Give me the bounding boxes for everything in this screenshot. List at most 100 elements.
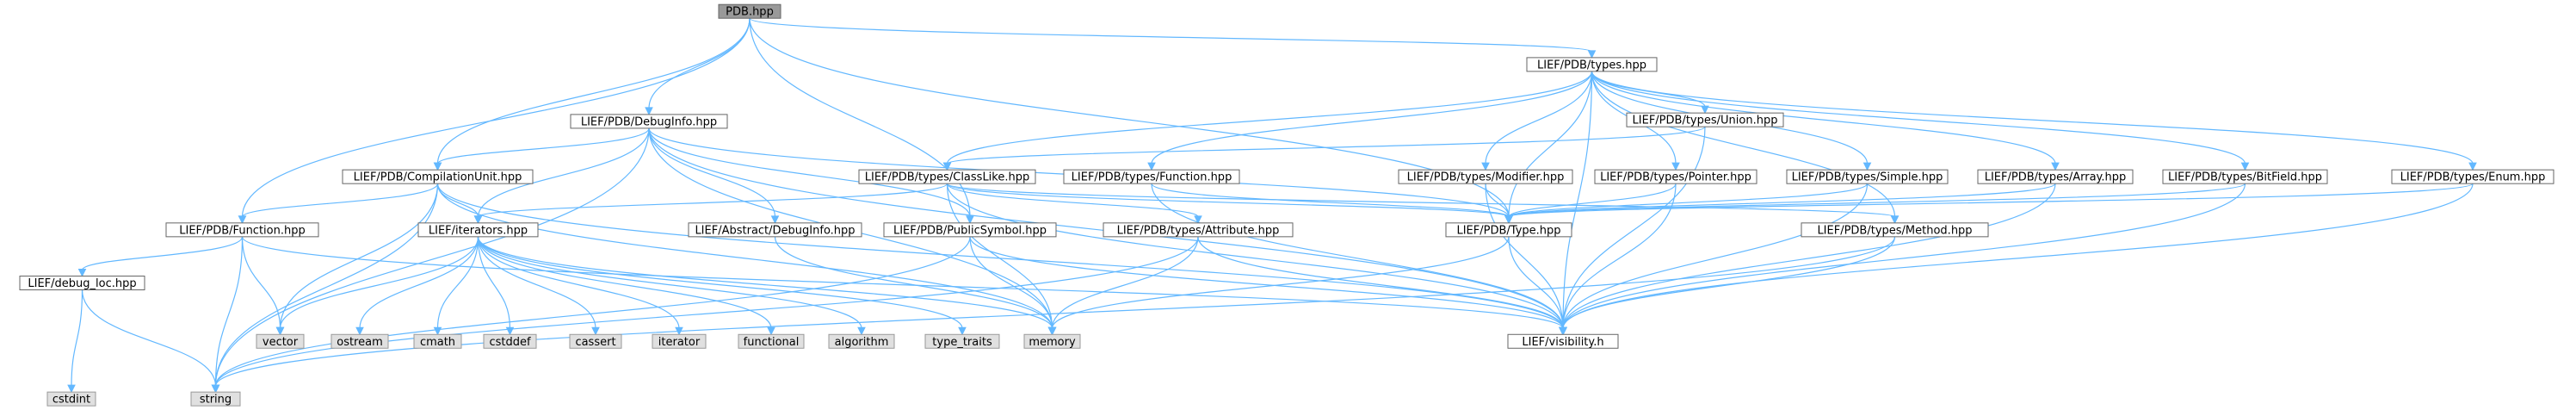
node-simple[interactable]: LIEF/PDB/types/Simple.hpp bbox=[1786, 169, 1949, 184]
node-label: cassert bbox=[575, 336, 615, 349]
node-type[interactable]: LIEF/PDB/Type.hpp bbox=[1445, 222, 1572, 238]
edge-classlike-to-visibility bbox=[946, 183, 1567, 336]
edge-iterators-to-type_traits bbox=[477, 236, 967, 336]
node-label: type_traits bbox=[932, 336, 992, 349]
node-type_traits: type_traits bbox=[924, 333, 1000, 349]
edge-classlike-to-method bbox=[946, 183, 1900, 224]
node-memory: memory bbox=[1023, 333, 1081, 349]
edge-pdb-to-type bbox=[749, 18, 1513, 224]
node-label: LIEF/PDB/Type.hpp bbox=[1456, 224, 1560, 237]
edge-union-to-visibility bbox=[1559, 127, 1706, 336]
edge-types-to-union bbox=[1591, 71, 1709, 115]
edge-pointer-to-type bbox=[1504, 183, 1677, 224]
edge-debuginfo-to-compunit bbox=[433, 127, 650, 171]
edge-simple-to-type bbox=[1504, 183, 1869, 224]
node-label: cstdint bbox=[53, 394, 90, 407]
node-vector: vector bbox=[256, 333, 305, 349]
edge-iterators-to-algorithm bbox=[477, 236, 866, 336]
node-label: LIEF/Abstract/DebugInfo.hpp bbox=[695, 224, 855, 237]
edge-debugloc-to-cstdint bbox=[67, 289, 83, 394]
node-method[interactable]: LIEF/PDB/types/Method.hpp bbox=[1801, 222, 1989, 238]
node-label: ostream bbox=[337, 336, 383, 349]
node-debugloc[interactable]: LIEF/debug_loc.hpp bbox=[19, 276, 145, 291]
node-label: LIEF/PDB/DebugInfo.hpp bbox=[581, 115, 717, 128]
node-absdebug[interactable]: LIEF/Abstract/DebugInfo.hpp bbox=[688, 222, 862, 238]
node-tfunction[interactable]: LIEF/PDB/types/Function.hpp bbox=[1063, 169, 1240, 184]
node-label: memory bbox=[1029, 336, 1076, 349]
node-label: cstddef bbox=[489, 336, 531, 349]
node-label: LIEF/iterators.hpp bbox=[429, 224, 528, 237]
node-label: LIEF/PDB/Function.hpp bbox=[179, 224, 305, 237]
node-debuginfo[interactable]: LIEF/PDB/DebugInfo.hpp bbox=[570, 114, 728, 129]
node-pointer[interactable]: LIEF/PDB/types/Pointer.hpp bbox=[1594, 169, 1757, 184]
node-label: string bbox=[200, 394, 232, 407]
edge-pdb-to-debuginfo bbox=[645, 18, 751, 116]
node-types[interactable]: LIEF/PDB/types.hpp bbox=[1526, 57, 1658, 72]
node-visibility[interactable]: LIEF/visibility.h bbox=[1507, 333, 1619, 349]
node-label: functional bbox=[744, 336, 800, 349]
node-function[interactable]: LIEF/PDB/Function.hpp bbox=[165, 222, 319, 238]
edge-function-to-vector bbox=[241, 236, 285, 336]
node-iterator: iterator bbox=[652, 333, 707, 349]
node-pdb[interactable]: PDB.hpp bbox=[718, 3, 781, 19]
node-pubsym[interactable]: LIEF/PDB/PublicSymbol.hpp bbox=[883, 222, 1057, 238]
edge-debuginfo-to-pubsym bbox=[648, 127, 974, 224]
edge-method-to-string bbox=[211, 236, 1896, 394]
edge-pdb-to-types bbox=[749, 17, 1597, 59]
edge-types-to-tfunction bbox=[1147, 71, 1593, 171]
node-label: LIEF/PDB/PublicSymbol.hpp bbox=[893, 224, 1047, 237]
edge-types-to-array bbox=[1591, 71, 2060, 171]
node-string: string bbox=[190, 391, 241, 407]
node-cstddef: cstddef bbox=[483, 333, 537, 349]
edge-union-to-classlike bbox=[942, 126, 1706, 171]
edge-debuginfo-to-absdebug bbox=[648, 127, 780, 224]
node-label: PDB.hpp bbox=[726, 6, 774, 19]
node-label: LIEF/debug_loc.hpp bbox=[28, 277, 136, 290]
edge-types-to-modifier bbox=[1481, 71, 1593, 171]
edge-method-to-visibility bbox=[1559, 236, 1896, 336]
nodes-layer: PDB.hppLIEF/PDB/types.hppLIEF/PDB/DebugI… bbox=[19, 3, 2554, 407]
node-label: LIEF/PDB/types/Simple.hpp bbox=[1792, 171, 1943, 184]
edge-types-to-enum bbox=[1591, 71, 2477, 171]
edge-iterators-to-vector bbox=[275, 236, 479, 336]
node-label: LIEF/PDB/CompilationUnit.hpp bbox=[354, 171, 522, 184]
edge-iterators-to-ostream bbox=[355, 236, 479, 336]
edge-iterators-to-iterator bbox=[477, 236, 683, 336]
node-modifier[interactable]: LIEF/PDB/types/Modifier.hpp bbox=[1398, 169, 1573, 184]
node-iterators[interactable]: LIEF/iterators.hpp bbox=[417, 222, 539, 238]
edge-classlike-to-type bbox=[946, 183, 1513, 224]
node-label: LIEF/PDB/types/Array.hpp bbox=[1985, 171, 2127, 184]
edge-function-to-debugloc bbox=[77, 236, 244, 277]
node-bitfield[interactable]: LIEF/PDB/types/BitField.hpp bbox=[2162, 169, 2328, 184]
edge-compunit-to-function bbox=[238, 183, 439, 224]
edge-enum-to-type bbox=[1504, 183, 2474, 224]
node-label: LIEF/PDB/types/Modifier.hpp bbox=[1407, 171, 1565, 184]
node-classlike[interactable]: LIEF/PDB/types/ClassLike.hpp bbox=[858, 169, 1036, 184]
node-label: LIEF/PDB/types/Union.hpp bbox=[1633, 115, 1778, 127]
edge-debugloc-to-string bbox=[81, 289, 220, 394]
node-label: LIEF/visibility.h bbox=[1522, 336, 1603, 349]
node-cmath: cmath bbox=[413, 333, 462, 349]
edge-pdb-to-pubsym bbox=[749, 18, 974, 224]
edges-layer bbox=[67, 17, 2477, 394]
node-label: LIEF/PDB/types/Method.hpp bbox=[1817, 224, 1972, 237]
node-functional: functional bbox=[738, 333, 805, 349]
node-label: LIEF/PDB/types/Pointer.hpp bbox=[1600, 171, 1751, 184]
node-label: vector bbox=[263, 336, 299, 349]
node-attribute[interactable]: LIEF/PDB/types/Attribute.hpp bbox=[1103, 222, 1294, 238]
node-compunit[interactable]: LIEF/PDB/CompilationUnit.hpp bbox=[342, 169, 534, 184]
node-cassert: cassert bbox=[569, 333, 622, 349]
node-label: cmath bbox=[420, 336, 455, 349]
node-union[interactable]: LIEF/PDB/types/Union.hpp bbox=[1626, 112, 1784, 127]
node-label: LIEF/PDB/types/BitField.hpp bbox=[2168, 171, 2322, 184]
edge-compunit-to-string bbox=[211, 183, 439, 394]
node-label: LIEF/PDB/types/Function.hpp bbox=[1072, 171, 1232, 184]
node-enum[interactable]: LIEF/PDB/types/Enum.hpp bbox=[2391, 169, 2554, 184]
edge-types-to-bitfield bbox=[1591, 71, 2250, 171]
edge-iterators-to-functional bbox=[477, 236, 775, 336]
node-array[interactable]: LIEF/PDB/types/Array.hpp bbox=[1977, 169, 2134, 184]
node-algorithm: algorithm bbox=[828, 333, 895, 349]
node-label: LIEF/PDB/types.hpp bbox=[1537, 59, 1646, 71]
node-cstdint: cstdint bbox=[46, 391, 96, 407]
